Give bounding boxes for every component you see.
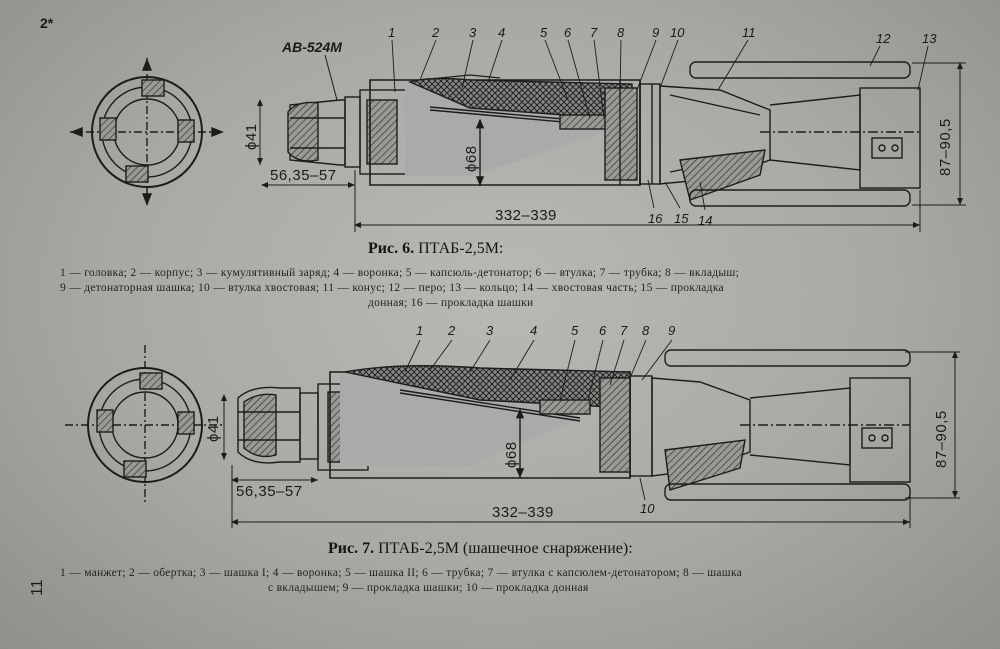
fig7-dim-head-length: 56,35–57 bbox=[236, 483, 303, 500]
fig6-fuse-label: АВ-524М bbox=[282, 39, 342, 55]
fig6-part-14: 14 bbox=[698, 213, 713, 228]
fig6-dim-tail-span: 87–90,5 bbox=[937, 118, 954, 176]
fig7-legend-line-2: с вкладышем; 9 — прокладка шашки; 10 — п… bbox=[268, 582, 589, 594]
fig6-part-5: 5 bbox=[540, 25, 548, 40]
fig6-dim-head-diameter: ϕ41 bbox=[243, 123, 260, 150]
fig7-part-6: 6 bbox=[599, 323, 607, 338]
fig6-dimensions bbox=[257, 54, 966, 232]
fig6-dim-body-diameter: ϕ68 bbox=[463, 145, 480, 172]
fig7-legend-line-1: 1 — манжет; 2 — обертка; 3 — шашка I; 4 … bbox=[60, 567, 743, 579]
fig6-tail bbox=[659, 61, 921, 207]
fig6-legend-line-2: 9 — детонаторная шашка; 10 — втулка хвос… bbox=[60, 282, 724, 294]
fig6-body bbox=[369, 74, 661, 186]
fig6-dim-total-length: 332–339 bbox=[495, 207, 557, 224]
fig7-part-1: 1 bbox=[416, 323, 424, 338]
fig7-tail bbox=[651, 349, 911, 501]
fig7-part-7: 7 bbox=[620, 323, 628, 338]
fig6-part-2: 2 bbox=[432, 25, 440, 40]
fig7-caption: Рис. 7. ПТАБ-2,5М (шашечное снаряжение): bbox=[328, 540, 633, 558]
fig6-part-13: 13 bbox=[922, 31, 937, 46]
fig6-leaders bbox=[391, 39, 929, 211]
fig7-dim-tail-span: 87–90,5 bbox=[933, 410, 950, 468]
fig7-part-4: 4 bbox=[530, 323, 538, 338]
fig6-part-6: 6 bbox=[564, 25, 572, 40]
fig6-caption: Рис. 6. ПТАБ-2,5М: bbox=[368, 240, 503, 258]
fig6-part-8: 8 bbox=[617, 25, 625, 40]
fig6-part-12: 12 bbox=[876, 31, 891, 46]
fig6-part-3: 3 bbox=[469, 25, 477, 40]
fig7-caption-title: ПТАБ-2,5М (шашечное снаряжение): bbox=[378, 540, 633, 557]
fig7-end-view bbox=[65, 345, 225, 505]
fig7-dim-total-length: 332–339 bbox=[492, 504, 554, 521]
fig6-head bbox=[287, 89, 409, 175]
fig7-part-8: 8 bbox=[642, 323, 650, 338]
fig7-part-9: 9 bbox=[668, 323, 676, 338]
fig6-part-7: 7 bbox=[590, 25, 598, 40]
fig6-legend-line-3: донная; 16 — прокладка шашки bbox=[368, 297, 534, 309]
fig7-dimensions bbox=[221, 351, 960, 528]
fig6-part-16: 16 bbox=[648, 211, 663, 226]
side-page-number: 11 bbox=[29, 579, 46, 596]
fig6-part-4: 4 bbox=[498, 25, 506, 40]
fig6-part-11: 11 bbox=[742, 25, 756, 40]
fig7-part-2: 2 bbox=[448, 323, 456, 338]
fig6-part-15: 15 bbox=[674, 211, 689, 226]
fig7-legend: 1 — манжет; 2 — обертка; 3 — шашка I; 4 … bbox=[60, 566, 742, 596]
fig7-part-3: 3 bbox=[486, 323, 494, 338]
fig6-caption-title: ПТАБ-2,5М: bbox=[418, 240, 504, 257]
fig7-dim-body-diameter: ϕ68 bbox=[503, 441, 520, 468]
fig7-leaders bbox=[404, 339, 673, 501]
figure7-drawing bbox=[65, 339, 960, 528]
fig6-legend-line-1: 1 — головка; 2 — корпус; 3 — кумулятивны… bbox=[60, 267, 740, 279]
page-number: 2* bbox=[40, 15, 54, 31]
fig6-dim-head-length: 56,35–57 bbox=[270, 167, 337, 184]
fig7-part-5: 5 bbox=[571, 323, 579, 338]
figure6-drawing bbox=[70, 39, 966, 232]
fig7-dim-head-diameter: ϕ41 bbox=[205, 415, 222, 442]
fig6-part-10: 10 bbox=[670, 25, 685, 40]
fig7-body bbox=[329, 365, 653, 479]
fig6-part-1: 1 bbox=[388, 25, 396, 40]
fig6-end-view bbox=[70, 58, 224, 206]
fig6-part-9: 9 bbox=[652, 25, 660, 40]
fig6-legend: 1 — головка; 2 — корпус; 3 — кумулятивны… bbox=[60, 266, 739, 311]
fig6-caption-prefix: Рис. 6. bbox=[368, 240, 415, 257]
fig7-caption-prefix: Рис. 7. bbox=[328, 540, 375, 557]
fig7-part-10: 10 bbox=[640, 501, 655, 516]
